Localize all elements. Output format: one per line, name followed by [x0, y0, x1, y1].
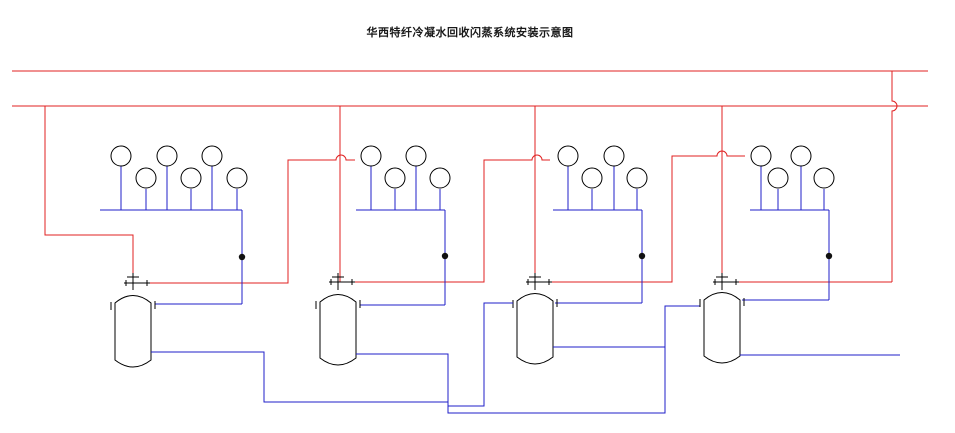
- unit-2: [315, 106, 550, 402]
- consumer-icon: [813, 167, 835, 189]
- consumer-icon: [790, 145, 812, 167]
- diagram-title: 华西特纤冷凝水回收闪蒸系统安装示意图: [366, 26, 574, 39]
- steam-trap-icon: [441, 252, 449, 260]
- unit-3: [448, 106, 745, 407]
- unit-3-steam-out: [540, 150, 745, 283]
- consumer-icon: [201, 145, 223, 167]
- consumer-icon: [557, 145, 579, 167]
- unit-1-steam-feed: [44, 106, 134, 280]
- gate-valve-icon: [124, 273, 150, 290]
- steam-trap-icon: [825, 252, 833, 260]
- unit-4: [699, 106, 900, 364]
- unit-1: [44, 106, 700, 414]
- consumer-icon: [156, 145, 178, 167]
- flash-tank-icon: [110, 295, 156, 368]
- consumer-icon: [180, 167, 202, 189]
- unit-3-consumer-circles: [557, 145, 648, 189]
- consumer-icon: [581, 167, 603, 189]
- unit-2-condensate-out: [356, 353, 449, 402]
- header-riser: [891, 71, 898, 282]
- gate-valve-icon: [713, 273, 739, 290]
- unit-3-condensate-in: [448, 302, 513, 407]
- flash-tank-icon: [315, 294, 361, 366]
- consumer-icon: [360, 145, 382, 167]
- consumer-icon: [429, 167, 451, 189]
- consumer-icon: [767, 167, 789, 189]
- consumer-icon: [603, 145, 625, 167]
- consumer-icon: [405, 145, 427, 167]
- consumer-icon: [626, 167, 648, 189]
- unit-4-consumer-circles: [750, 145, 835, 189]
- unit-4-consumers: [742, 166, 830, 301]
- consumer-icon: [135, 167, 157, 189]
- flash-tank-icon: [512, 293, 558, 365]
- steam-headers: [12, 70, 928, 282]
- unit-2-consumer-circles: [360, 145, 451, 189]
- gate-valve-icon: [329, 273, 355, 290]
- steam-trap-icon: [638, 252, 646, 260]
- gate-valve-icon: [526, 273, 552, 290]
- steam-trap-icon: [238, 253, 246, 261]
- flash-tank-icon: [699, 292, 745, 364]
- consumer-icon: [110, 145, 132, 167]
- unit-1-consumers: [100, 166, 243, 305]
- unit-1-consumer-circles: [110, 145, 248, 189]
- consumer-icon: [226, 167, 248, 189]
- unit-1-steam-out: [150, 154, 355, 284]
- unit-1-condensate-out: [151, 305, 700, 414]
- consumer-icon: [750, 145, 772, 167]
- consumer-icon: [384, 167, 406, 189]
